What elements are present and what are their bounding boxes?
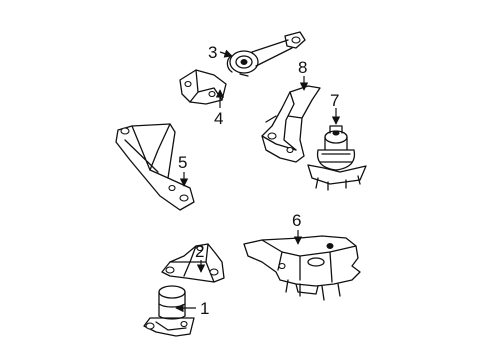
torque-strut-part-3 bbox=[226, 31, 306, 77]
triangular-bracket-part-5 bbox=[115, 123, 195, 211]
mount-bracket-part-8 bbox=[261, 85, 321, 163]
callout-2: 2 bbox=[195, 242, 204, 261]
leader-3 bbox=[219, 49, 233, 58]
callout-leaders bbox=[175, 49, 341, 313]
engine-mount-part-7 bbox=[307, 125, 367, 191]
lower-bracket-part-2 bbox=[161, 243, 225, 283]
callout-1: 1 bbox=[200, 299, 209, 318]
callout-7: 7 bbox=[330, 91, 339, 110]
callout-5: 5 bbox=[178, 153, 187, 172]
callout-6: 6 bbox=[292, 211, 301, 230]
callout-3: 3 bbox=[208, 43, 217, 62]
callout-numbers: 1 2 3 4 5 6 7 8 bbox=[178, 43, 339, 318]
engine-mount-part-1 bbox=[143, 285, 195, 337]
callout-4: 4 bbox=[214, 109, 223, 128]
callout-8: 8 bbox=[298, 58, 307, 77]
transmission-mount-part-6 bbox=[243, 235, 361, 301]
bracket-part-4 bbox=[179, 69, 227, 105]
